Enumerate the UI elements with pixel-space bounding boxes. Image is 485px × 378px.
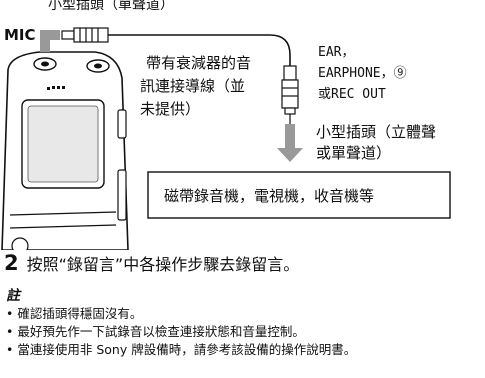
mono-plug-label: 小型插頭（單聲道）: [48, 0, 174, 13]
cable-label-line-2: 訊連接導線（並: [140, 77, 246, 95]
connection-diagram: 小型插頭（單聲道） MIC 帶有衰減器的音 訊連接導線（並 未提供） EAR， …: [1, 0, 451, 255]
notes-list: 確認插頭得穩固沒有。 最好預先作一下試錄音以檢查連接狀態和音量控制。 當連接使用…: [6, 305, 356, 359]
step-text: 按照“錄留言”中各操作步驟去錄留言。: [26, 255, 300, 274]
mic-arrow: [40, 30, 60, 52]
connection-illustration: [1, 27, 451, 255]
note-item: 最好預先作一下試錄音以檢查連接狀態和音量控制。: [6, 323, 356, 341]
cable-label-line-1: 帶有衰減器的音: [146, 54, 252, 72]
ear-label-line-1: EAR，: [318, 45, 355, 60]
mono-plug: [61, 27, 109, 43]
note-item: 確認插頭得穩固沒有。: [6, 305, 356, 323]
stereo-plug-label-line-1: 小型插頭（立體聲: [316, 123, 437, 141]
stereo-plug-label-line-2: 或單聲道）: [316, 144, 392, 162]
ear-label-line-3: 或REC OUT: [318, 87, 386, 102]
notes-heading: 註: [6, 288, 20, 304]
cable-label-line-3: 未提供）: [140, 100, 201, 118]
note-item: 當連接使用非 Sony 牌設備時，請參考該設備的操作說明書。: [6, 341, 356, 359]
audio-cable: [108, 34, 291, 66]
step-2: 2 按照“錄留言”中各操作步驟去錄留言。: [4, 252, 299, 276]
external-device-box: [147, 171, 451, 219]
mic-label: MIC: [4, 26, 36, 44]
ic-recorder-illustration: [1, 51, 129, 255]
ear-label-line-2: EARPHONE，⑨: [318, 66, 407, 81]
external-device-label: 磁帶錄音機，電視機，收音機等: [164, 187, 375, 205]
step-number: 2: [4, 251, 19, 275]
stereo-plug: [281, 65, 299, 124]
down-arrow: [277, 124, 303, 162]
